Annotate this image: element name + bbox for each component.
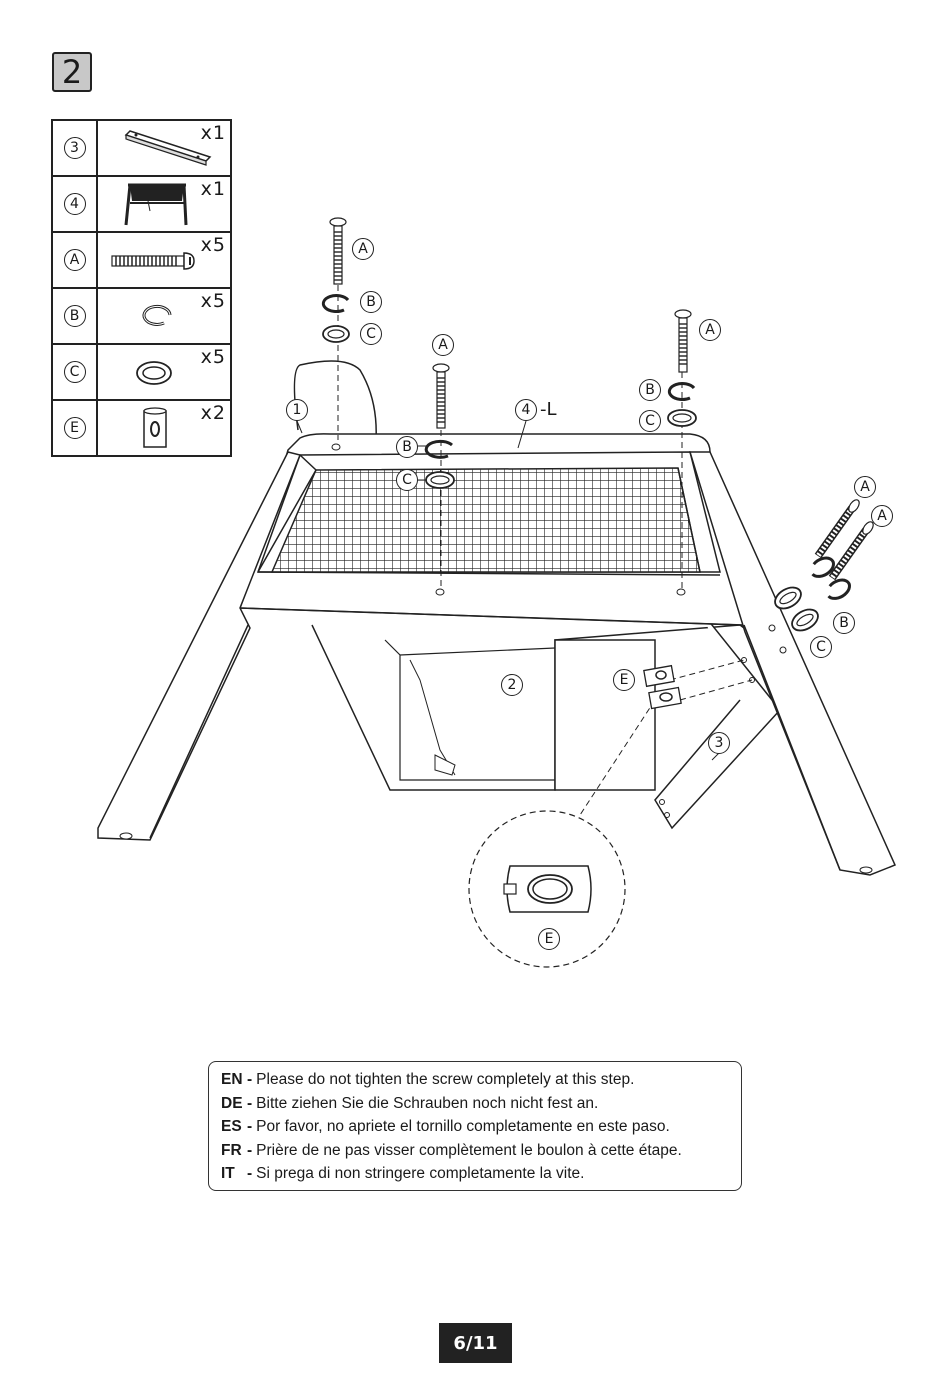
label-a: A: [699, 319, 721, 341]
note-text: Si prega di non stringere completamente …: [256, 1165, 585, 1182]
note-line: FR-Prière de ne pas visser complètement …: [221, 1139, 729, 1163]
note-line: IT-Si prega di non stringere completamen…: [221, 1162, 729, 1186]
parts-list: 3 x1 4 x1 A: [51, 119, 232, 457]
label-a: A: [871, 505, 893, 527]
flat-washer-icon: [136, 361, 172, 385]
label-part-4-suffix: -L: [540, 399, 557, 420]
label-part-4: 4: [515, 399, 537, 421]
barrel-nut-e-1: [643, 664, 675, 688]
part-id: E: [63, 417, 86, 439]
note-text: Please do not tighten the screw complete…: [256, 1071, 635, 1088]
label-a: A: [854, 476, 876, 498]
bolt-a-right: [674, 309, 692, 373]
language-code: EN: [221, 1071, 243, 1088]
label-a: A: [432, 334, 454, 356]
washer-b-left: [321, 294, 350, 314]
step-number: 2: [52, 52, 92, 92]
chair-back-part-1: [293, 360, 377, 441]
part-qty: x1: [200, 122, 226, 144]
label-part-1: 1: [286, 399, 308, 421]
rail-bar-icon: [124, 130, 212, 166]
instruction-notes: EN-Please do not tighten the screw compl…: [208, 1061, 742, 1191]
part-qty: x5: [200, 234, 226, 256]
label-b: B: [639, 379, 661, 401]
part-row: B x5: [51, 287, 232, 345]
label-b: B: [833, 612, 855, 634]
note-line: DE-Bitte ziehen Sie die Schrauben noch n…: [221, 1092, 729, 1116]
backrest-frame-icon: [124, 183, 188, 226]
label-part-2: 2: [501, 674, 523, 696]
label-c: C: [360, 323, 382, 345]
bolt-a-middle: [432, 363, 450, 429]
label-part-3: 3: [708, 732, 730, 754]
part-row: E x2: [51, 399, 232, 457]
note-text: Bitte ziehen Sie die Schrauben noch nich…: [256, 1094, 599, 1112]
part-qty: x2: [200, 402, 226, 424]
note-text: Por favor, no apriete el tornillo comple…: [256, 1118, 670, 1135]
part-qty: x1: [200, 178, 226, 200]
washer-b-right: [667, 382, 696, 402]
bolt-a-left: [329, 217, 347, 285]
part-id: 4: [63, 193, 86, 215]
part-row: 3 x1: [51, 119, 232, 177]
label-e: E: [613, 669, 635, 691]
language-code: ES: [221, 1118, 242, 1135]
barrel-nut-detail: [503, 865, 592, 913]
language-code: IT: [221, 1165, 235, 1182]
label-c: C: [810, 636, 832, 658]
label-a: A: [352, 238, 374, 260]
barrel-nut-icon: [143, 407, 167, 448]
label-c: C: [396, 469, 418, 491]
barrel-nut-e-2: [648, 686, 682, 710]
page-number: 6/11: [439, 1323, 512, 1363]
label-e-detail: E: [538, 928, 560, 950]
washer-b-middle: [424, 439, 453, 459]
part-row: C x5: [51, 343, 232, 401]
part-id: B: [63, 305, 86, 327]
note-line: EN-Please do not tighten the screw compl…: [221, 1068, 729, 1092]
part-row: 4 x1: [51, 175, 232, 233]
language-code: DE: [221, 1094, 243, 1112]
note-text: Prière de ne pas visser complètement le …: [256, 1141, 682, 1159]
part-qty: x5: [200, 346, 226, 368]
bolt-icon: [111, 252, 195, 270]
part-id: A: [63, 249, 86, 271]
language-code: FR: [221, 1141, 242, 1159]
split-washer-icon: [142, 304, 172, 326]
part-qty: x5: [200, 290, 226, 312]
label-c: C: [639, 410, 661, 432]
part-row: A x5: [51, 231, 232, 289]
label-b: B: [396, 436, 418, 458]
part-id: 3: [63, 137, 86, 159]
part-id: C: [63, 361, 86, 383]
assembly-drawing: [97, 217, 897, 968]
side-rail-part-3: [654, 609, 781, 830]
note-line: ES-Por favor, no apriete el tornillo com…: [221, 1115, 729, 1139]
bolt-a-side-1: [814, 499, 860, 559]
label-b: B: [360, 291, 382, 313]
